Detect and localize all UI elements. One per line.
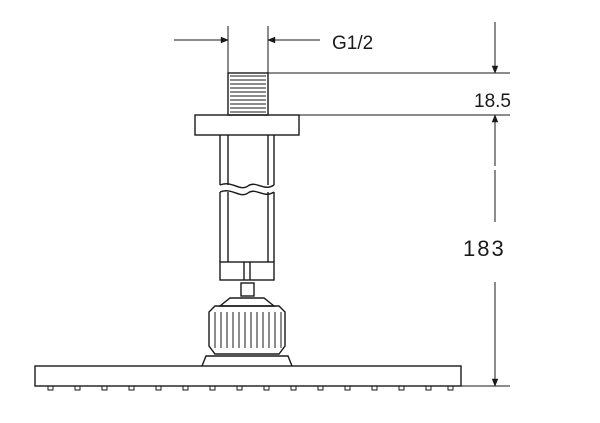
height-extension-lines [268, 72, 510, 387]
thread-size-label: G1/2 [332, 33, 373, 54]
ceiling-flange [194, 114, 300, 136]
ball-joint [201, 282, 293, 367]
total-height-label: 183 [463, 236, 506, 261]
thread-height-label: 18.5 [474, 91, 511, 112]
thread-dimension [174, 26, 320, 73]
shower-arm [219, 135, 275, 262]
shower-head-plate [34, 365, 462, 391]
arm-collar [219, 261, 275, 281]
threaded-nipple [227, 72, 269, 116]
